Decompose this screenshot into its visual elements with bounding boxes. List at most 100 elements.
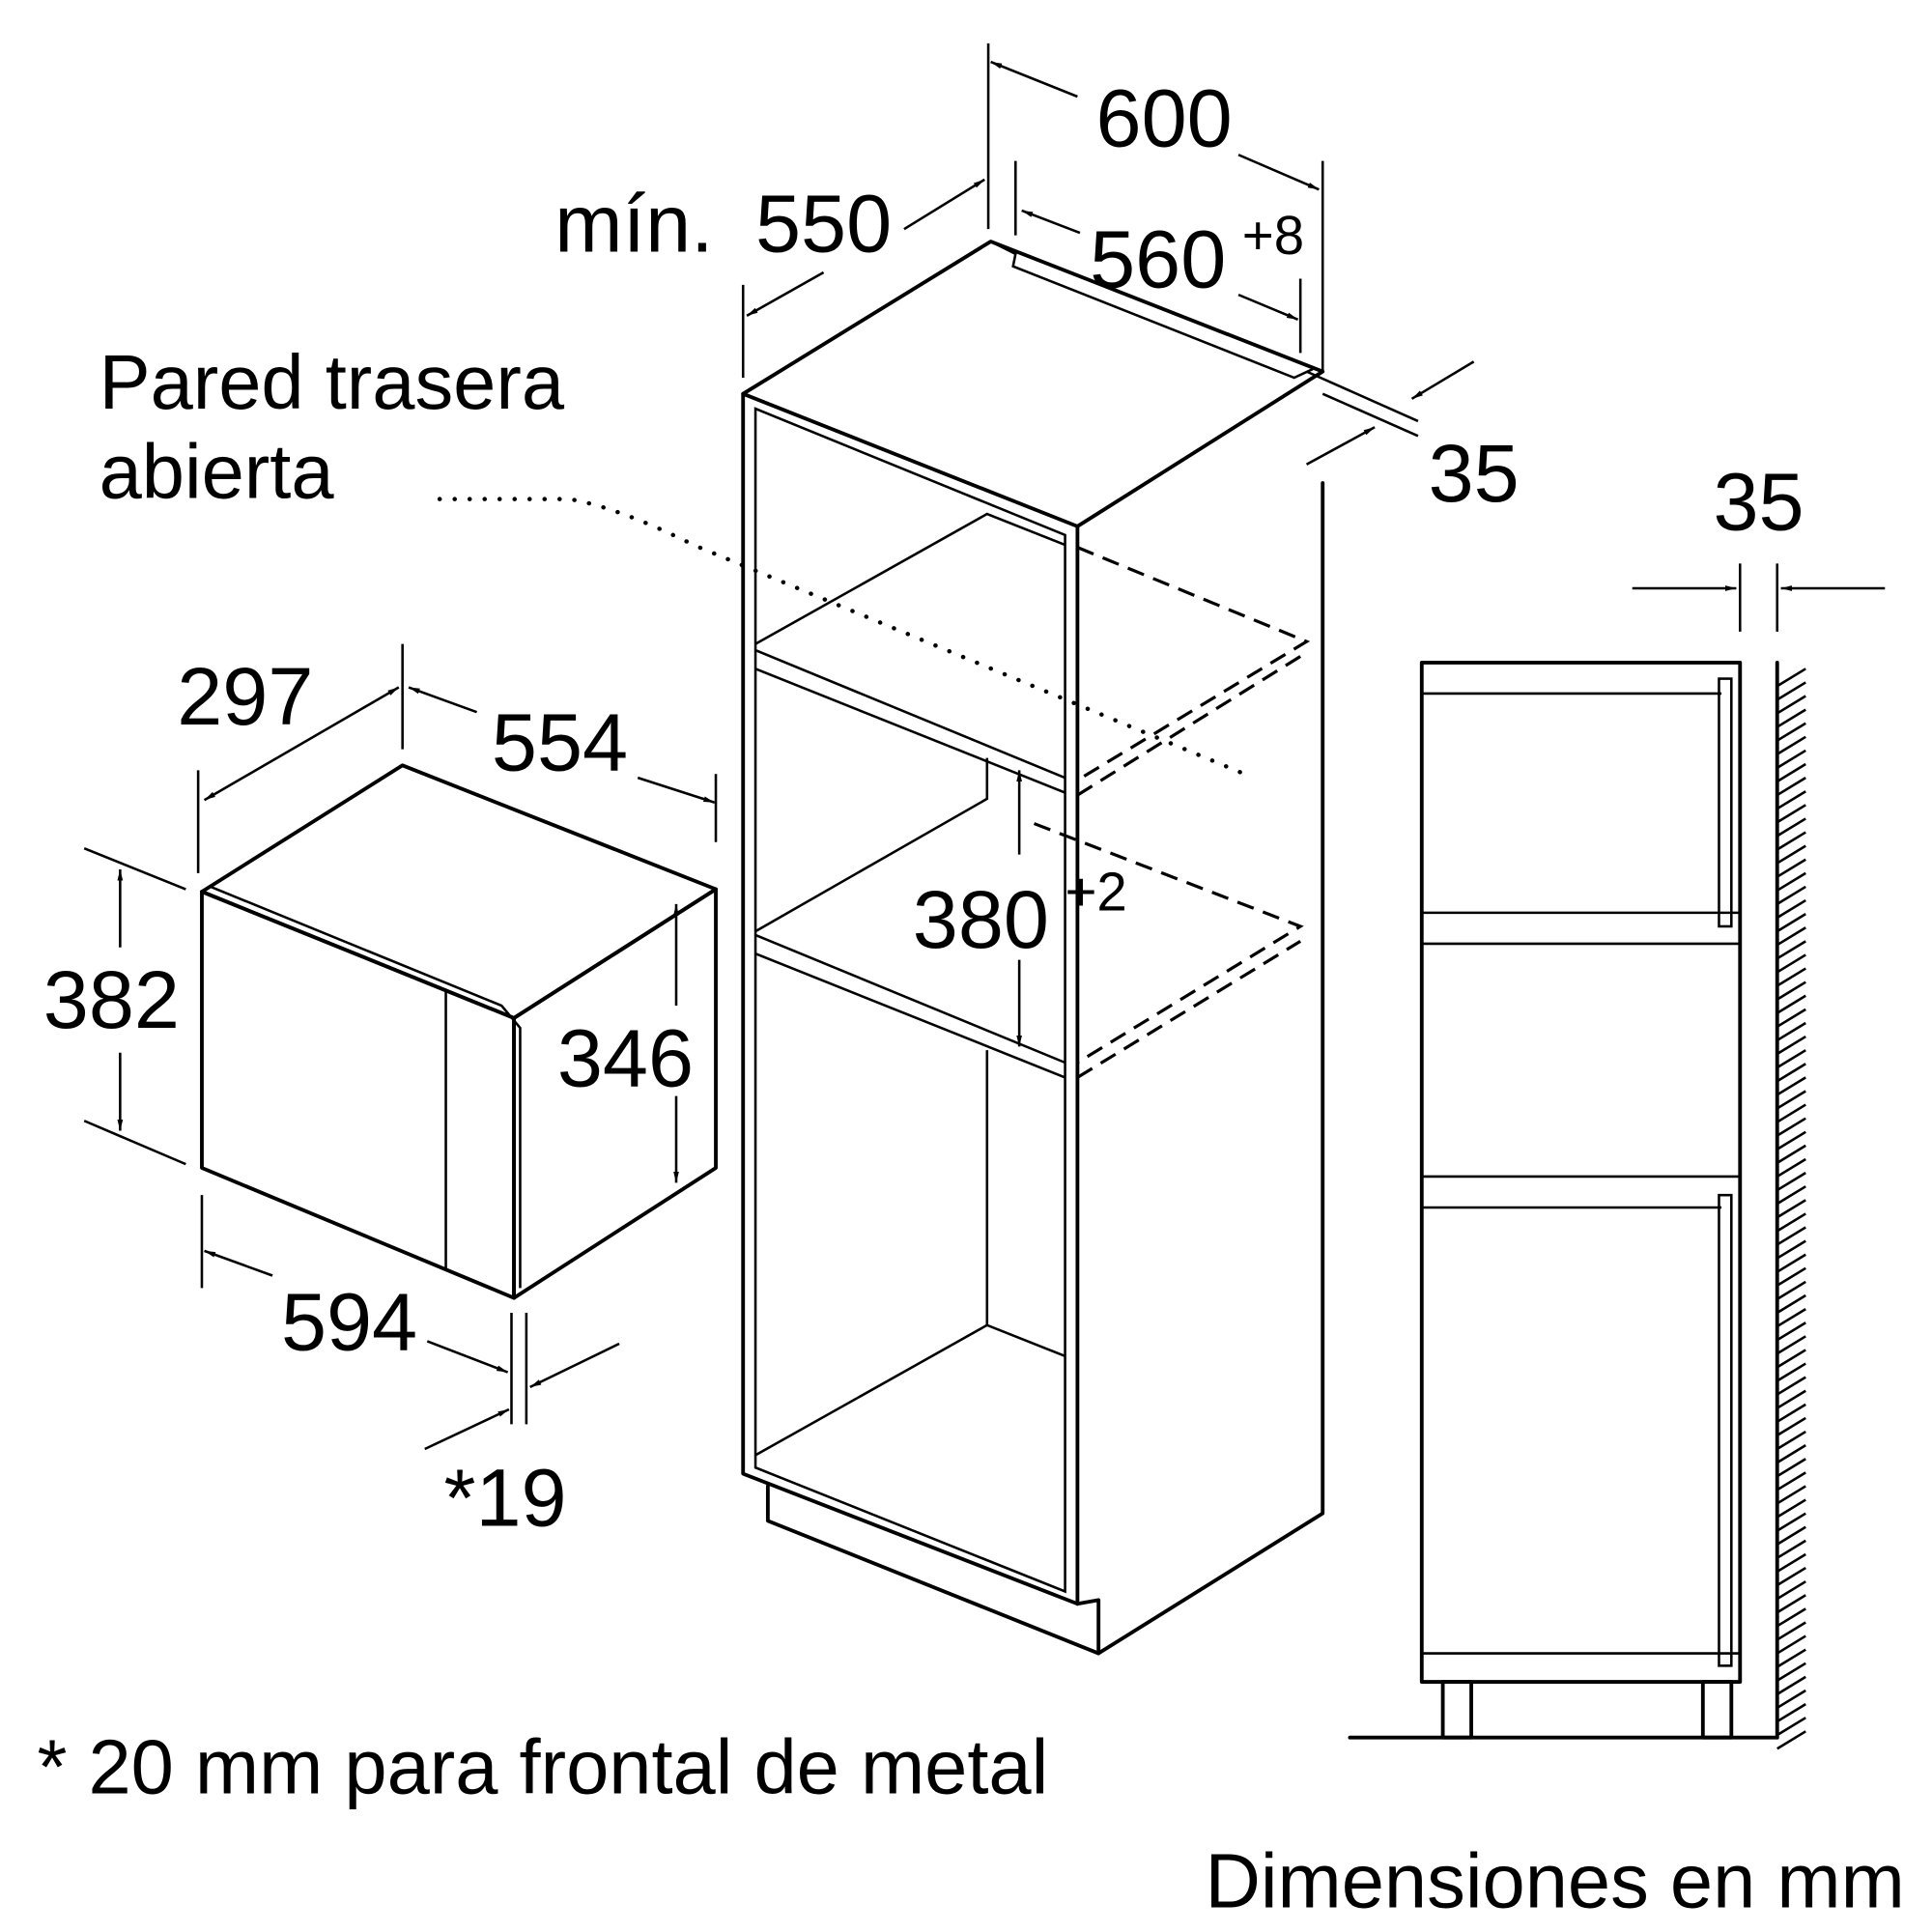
hatch-line [1776,1580,1806,1601]
dim-appliance-width-front: 594 [281,1275,417,1367]
dim-appliance-height-side: 346 [557,1011,694,1103]
dim-min-depth: 550 [755,177,892,269]
hatch-line [1776,1717,1806,1737]
hatch-line [1776,1035,1806,1056]
hatch-line [1776,695,1806,715]
hatch-line [1776,1280,1806,1300]
hatch-line [1776,1444,1806,1464]
hatch-line [1776,735,1806,755]
hatch-line [1776,1607,1806,1628]
hatch-line [1776,1362,1806,1382]
hatch-line [1776,1552,1806,1574]
hatch-line [1776,1090,1806,1110]
hatch-line [1776,1253,1806,1273]
hatch-line [1776,980,1806,1001]
dim-niche-height: 380 [913,873,1049,965]
hatch-line [1776,1376,1806,1396]
hatch-line [1776,844,1806,865]
hatch-line [1776,1172,1806,1192]
rear-wall-label-line1: Pared trasera [99,339,565,425]
hatch-line [1776,1416,1806,1436]
footnote: * 20 mm para frontal de metal [37,1723,1048,1809]
hatch-line [1776,1458,1806,1478]
hatch-line [1776,1321,1806,1342]
hatch-line [1776,1144,1806,1164]
hatch-line [1776,1389,1806,1409]
hatch-line [1776,708,1806,728]
hatch-line [1776,940,1806,960]
hatch-line [1776,1525,1806,1546]
units-note: Dimensiones en mm [1205,1837,1904,1923]
hatch-line [1776,913,1806,933]
hatch-line [1776,1130,1806,1151]
hatch-line [1776,1675,1806,1695]
hatch-line [1776,1293,1806,1315]
side-view-drawing: 35 [1348,456,1886,1750]
hatch-line [1776,1471,1806,1492]
hatch-line [1776,1185,1806,1206]
hatch-line [1776,1103,1806,1123]
hatch-line [1776,1266,1806,1287]
hatch-line [1776,804,1806,824]
hatch-line [1776,858,1806,878]
hatch-line [1776,1063,1806,1083]
hatch-line [1776,831,1806,851]
hatch-line [1776,1349,1806,1369]
hatch-line [1776,1308,1806,1328]
hatch-line [1776,1430,1806,1451]
hatch-line [1776,1403,1806,1423]
hatch-line [1776,762,1806,783]
hatch-line [1776,898,1806,920]
hatch-line [1776,817,1806,838]
hatch-line [1776,1226,1806,1246]
hatch-line [1776,790,1806,810]
dim-front-thickness: *19 [444,1451,567,1543]
hatch-line [1776,953,1806,974]
hatch-line [1776,1703,1806,1723]
dim-appliance-height-front: 382 [43,953,180,1045]
hatch-line [1776,967,1806,987]
hatch-line [1776,1008,1806,1028]
dim-wall-gap: 35 [1713,456,1804,548]
hatch-line [1776,1239,1806,1260]
hatch-line [1776,1335,1806,1355]
hatch-line [1776,1566,1806,1587]
appliance-dimensions: 297 554 382 346 594 *19 [43,643,718,1543]
hatch-line [1776,1662,1806,1682]
hatch-line [1776,777,1806,797]
hatch-line [1776,1621,1806,1641]
hatch-line [1776,1594,1806,1614]
hatch-line [1776,668,1806,688]
hatch-line [1776,1730,1806,1750]
hatch-line [1776,994,1806,1014]
appliance-drawing [200,763,718,1300]
hatch-line [1776,1021,1806,1042]
hatch-line [1776,1634,1806,1655]
hatch-line [1776,681,1806,701]
wall-hatching [1776,668,1806,1750]
hatch-line [1776,1648,1806,1668]
dim-appliance-depth: 297 [177,650,313,742]
dim-rear-gap: 35 [1429,427,1520,519]
hatch-line [1776,926,1806,947]
dim-min-depth-prefix: mín. [554,177,714,269]
hatch-line [1776,1076,1806,1096]
hatch-line [1776,1512,1806,1532]
dim-niche-height-tolerance: +2 [1065,861,1126,922]
hatch-line [1776,722,1806,742]
hatch-line [1776,1498,1806,1519]
dim-cabinet-width: 600 [1096,71,1233,163]
dim-niche-width: 560 [1090,213,1226,304]
hatch-line [1776,1212,1806,1233]
dim-appliance-width-top: 554 [492,696,628,787]
hatch-line [1776,1539,1806,1559]
hatch-line [1776,885,1806,905]
hatch-line [1776,1199,1806,1219]
hatch-line [1776,871,1806,892]
hatch-line [1776,1157,1806,1179]
cabinet-dimensions: 600 560 +8 mín. 550 35 380 +2 [554,43,1520,1047]
hatch-line [1776,1689,1806,1710]
hatch-line [1776,1049,1806,1069]
